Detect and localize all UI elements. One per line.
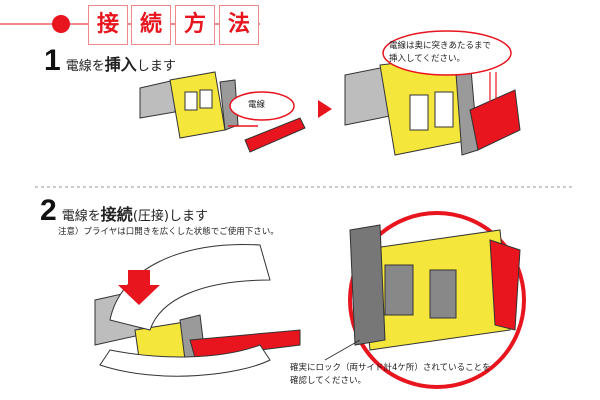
title-char-4: 法 [219, 5, 259, 45]
arrow-right-icon [318, 100, 332, 118]
step2-title-bold: 接続 [100, 205, 133, 224]
step2-heading: 2 電線を接続(圧接)します [40, 194, 208, 228]
wire-label-bubble [229, 91, 295, 121]
step1-number: 1 [44, 44, 61, 77]
step2-title-pre: 電線を [61, 209, 101, 224]
wire-label: 電線 [248, 100, 266, 110]
title-char-2: 続 [131, 5, 171, 45]
step1-callout-line1: 電線は奥に突きあたるまで [389, 41, 492, 51]
step2-callout-line2: 確認してください。 [290, 376, 366, 386]
step1-callout-line2: 挿入してください。 [389, 54, 465, 64]
step2-callout: 確実にロック（両サイド計4ケ所）されていることを 確認してください。 [290, 362, 491, 388]
header-line [0, 23, 260, 25]
step2-number: 2 [40, 194, 57, 227]
step2-pliers-illustration [94, 243, 301, 377]
step1-heading: 1 電線を挿入します [44, 44, 176, 78]
step2-note: 注意）プライヤは口開きを広くした状態でご使用下さい。 [58, 227, 279, 237]
title-char-3: 方 [175, 5, 215, 45]
step2-title-post: します [168, 209, 208, 224]
arrow-down-icon [118, 270, 160, 305]
step2-title-paren: (圧接) [132, 209, 169, 224]
title-char-1: 接 [88, 5, 128, 45]
step2-zoom-circle [324, 211, 526, 389]
step1-title-pre: 電線を [65, 59, 105, 74]
header-dot [52, 15, 70, 33]
step1-callout-bubble [382, 30, 512, 76]
step1-callout: 電線は奥に突きあたるまで 挿入してください。 [389, 40, 491, 66]
step1-title-post: します [136, 59, 176, 74]
step1-connector-after [344, 54, 521, 156]
step1-connector-before [139, 71, 306, 153]
step2-callout-line1: 確実にロック（両サイド計4ケ所）されていることを [290, 363, 491, 373]
step1-title-bold: 挿入 [104, 55, 137, 74]
